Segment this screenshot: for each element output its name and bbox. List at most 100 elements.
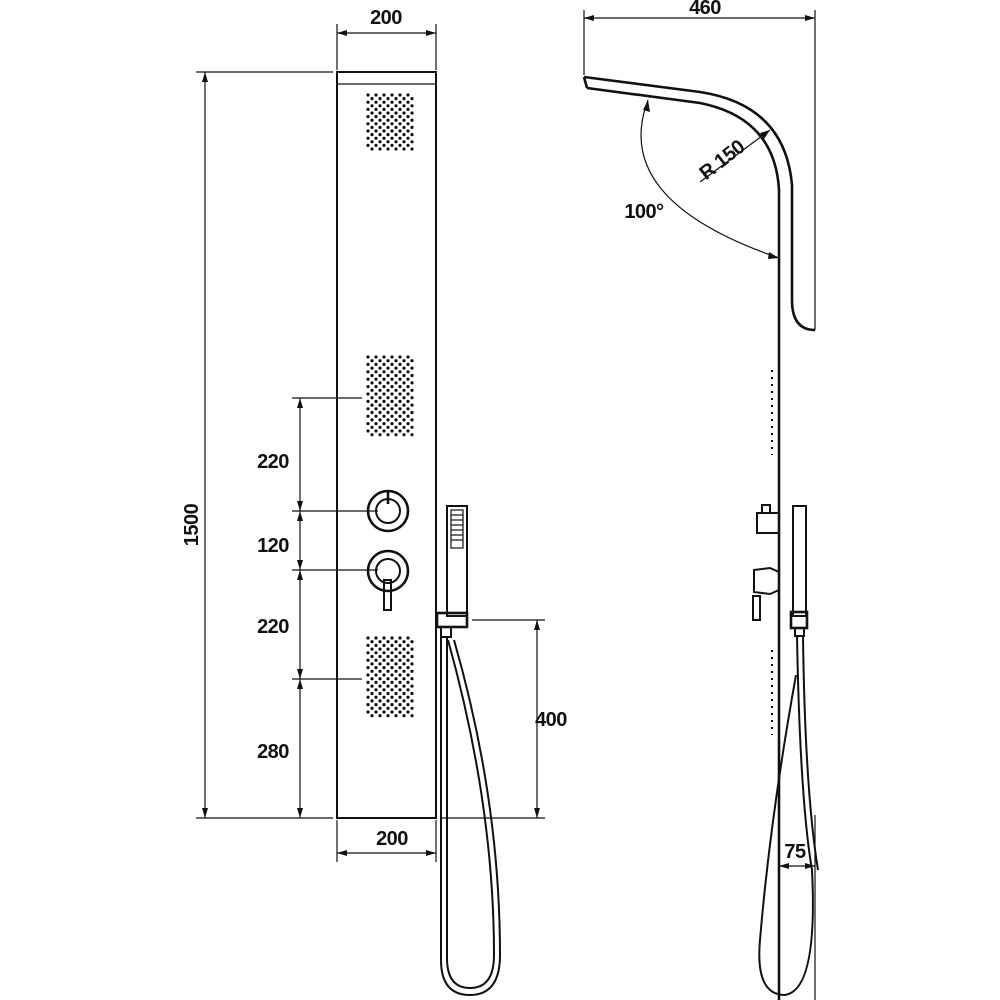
jet-nozzle (370, 97, 374, 101)
jet-nozzle (402, 118, 406, 122)
jet-nozzle (406, 136, 410, 140)
jet-nozzle (406, 385, 410, 389)
jet-nozzle (382, 680, 386, 685)
jet-nozzle (370, 410, 374, 415)
jet-nozzle (370, 111, 374, 115)
jet-nozzle (370, 662, 374, 666)
front-panel-outline (336, 71, 437, 819)
jet-nozzle (378, 133, 382, 137)
jet-nozzle (382, 100, 386, 104)
jet-nozzle (366, 666, 370, 670)
shower-hose (440, 637, 502, 997)
jet-nozzle (378, 140, 382, 144)
jet-nozzle (378, 640, 382, 644)
jet-nozzle (366, 710, 370, 714)
jet-nozzle (374, 643, 378, 648)
jet-nozzle (406, 392, 410, 396)
jet-nozzle (406, 695, 410, 699)
side-hand-shower (789, 505, 809, 637)
jet-nozzle (386, 662, 390, 666)
jet-nozzle (382, 392, 386, 396)
jet-nozzle (370, 640, 374, 644)
jet-nozzle (410, 381, 414, 385)
jet-nozzle (374, 399, 378, 403)
jet-nozzle (398, 93, 402, 97)
jet-nozzle (370, 433, 374, 437)
jet-nozzle (406, 666, 410, 670)
jet-nozzle (406, 643, 410, 648)
jet-nozzle (374, 680, 378, 685)
jet-nozzle (370, 366, 374, 370)
jet-nozzle (382, 93, 386, 97)
jet-nozzle (394, 396, 398, 400)
jet-nozzle (394, 403, 398, 407)
jet-nozzle (410, 396, 414, 400)
dim-front-height: 1500 (181, 71, 333, 819)
jet-nozzle (386, 396, 390, 400)
jet-nozzle (366, 93, 370, 97)
jet-nozzle (370, 647, 374, 651)
jet-nozzle (382, 429, 386, 433)
jet-nozzle (394, 147, 398, 151)
jet-nozzle (390, 122, 394, 126)
jet-nozzle (374, 392, 378, 396)
jet-nozzle (390, 636, 394, 640)
jet-nozzle (410, 125, 414, 129)
jet-nozzle (410, 403, 414, 407)
jet-nozzle (386, 359, 390, 363)
jet-nozzle (406, 429, 410, 433)
jet-nozzle (378, 691, 382, 696)
jet-nozzle (398, 680, 402, 685)
jet-nozzle (386, 104, 390, 108)
jet-nozzle (370, 684, 374, 688)
jet-nozzle (386, 684, 390, 688)
jet-nozzle (374, 107, 378, 111)
jet-nozzle (366, 643, 370, 648)
jet-nozzle (390, 680, 394, 685)
jet-nozzle (382, 362, 386, 366)
jet-nozzle (386, 133, 390, 137)
jet-nozzle (370, 677, 374, 681)
side-mixer-lever (752, 566, 780, 621)
dim-side-radius: R 150 (695, 129, 771, 185)
jet-nozzle (410, 410, 414, 415)
jet-nozzle (406, 122, 410, 126)
jet-nozzle (398, 651, 402, 655)
jet-nozzle (374, 143, 378, 147)
svg-text:120: 120 (257, 535, 289, 557)
jet-nozzle (398, 392, 402, 396)
svg-text:460: 460 (689, 0, 721, 19)
svg-text:75: 75 (784, 841, 806, 863)
jet-nozzle (390, 392, 394, 396)
jet-nozzle (386, 118, 390, 122)
jet-nozzle (370, 418, 374, 422)
side-diverter-knob (756, 504, 780, 534)
jet-nozzle (398, 370, 402, 374)
jet-nozzle (398, 129, 402, 133)
jet-nozzle (378, 410, 382, 415)
jet-nozzle (394, 684, 398, 688)
jet-nozzle (370, 140, 374, 144)
jet-nozzle (406, 93, 410, 97)
jet-nozzle (398, 100, 402, 104)
jet-nozzle (386, 97, 390, 101)
jet-nozzle (366, 651, 370, 655)
jet-nozzle (390, 385, 394, 389)
side-hose (758, 635, 814, 997)
jet-nozzle (382, 136, 386, 140)
jet-nozzle (402, 104, 406, 108)
jet-nozzle (390, 377, 394, 381)
jet-nozzle (410, 366, 414, 370)
jet-nozzle (406, 710, 410, 714)
svg-text:100°: 100° (624, 201, 664, 223)
jet-nozzle (366, 370, 370, 374)
jet-nozzle (370, 359, 374, 363)
jet-nozzle (374, 362, 378, 366)
jet-nozzle (378, 125, 382, 129)
jet-nozzle (366, 673, 370, 677)
jet-nozzle (390, 355, 394, 359)
jet-nozzle (366, 429, 370, 433)
jet-nozzle (370, 125, 374, 129)
dim-side-projection: 460 (583, 0, 815, 75)
jet-nozzle (386, 403, 390, 407)
